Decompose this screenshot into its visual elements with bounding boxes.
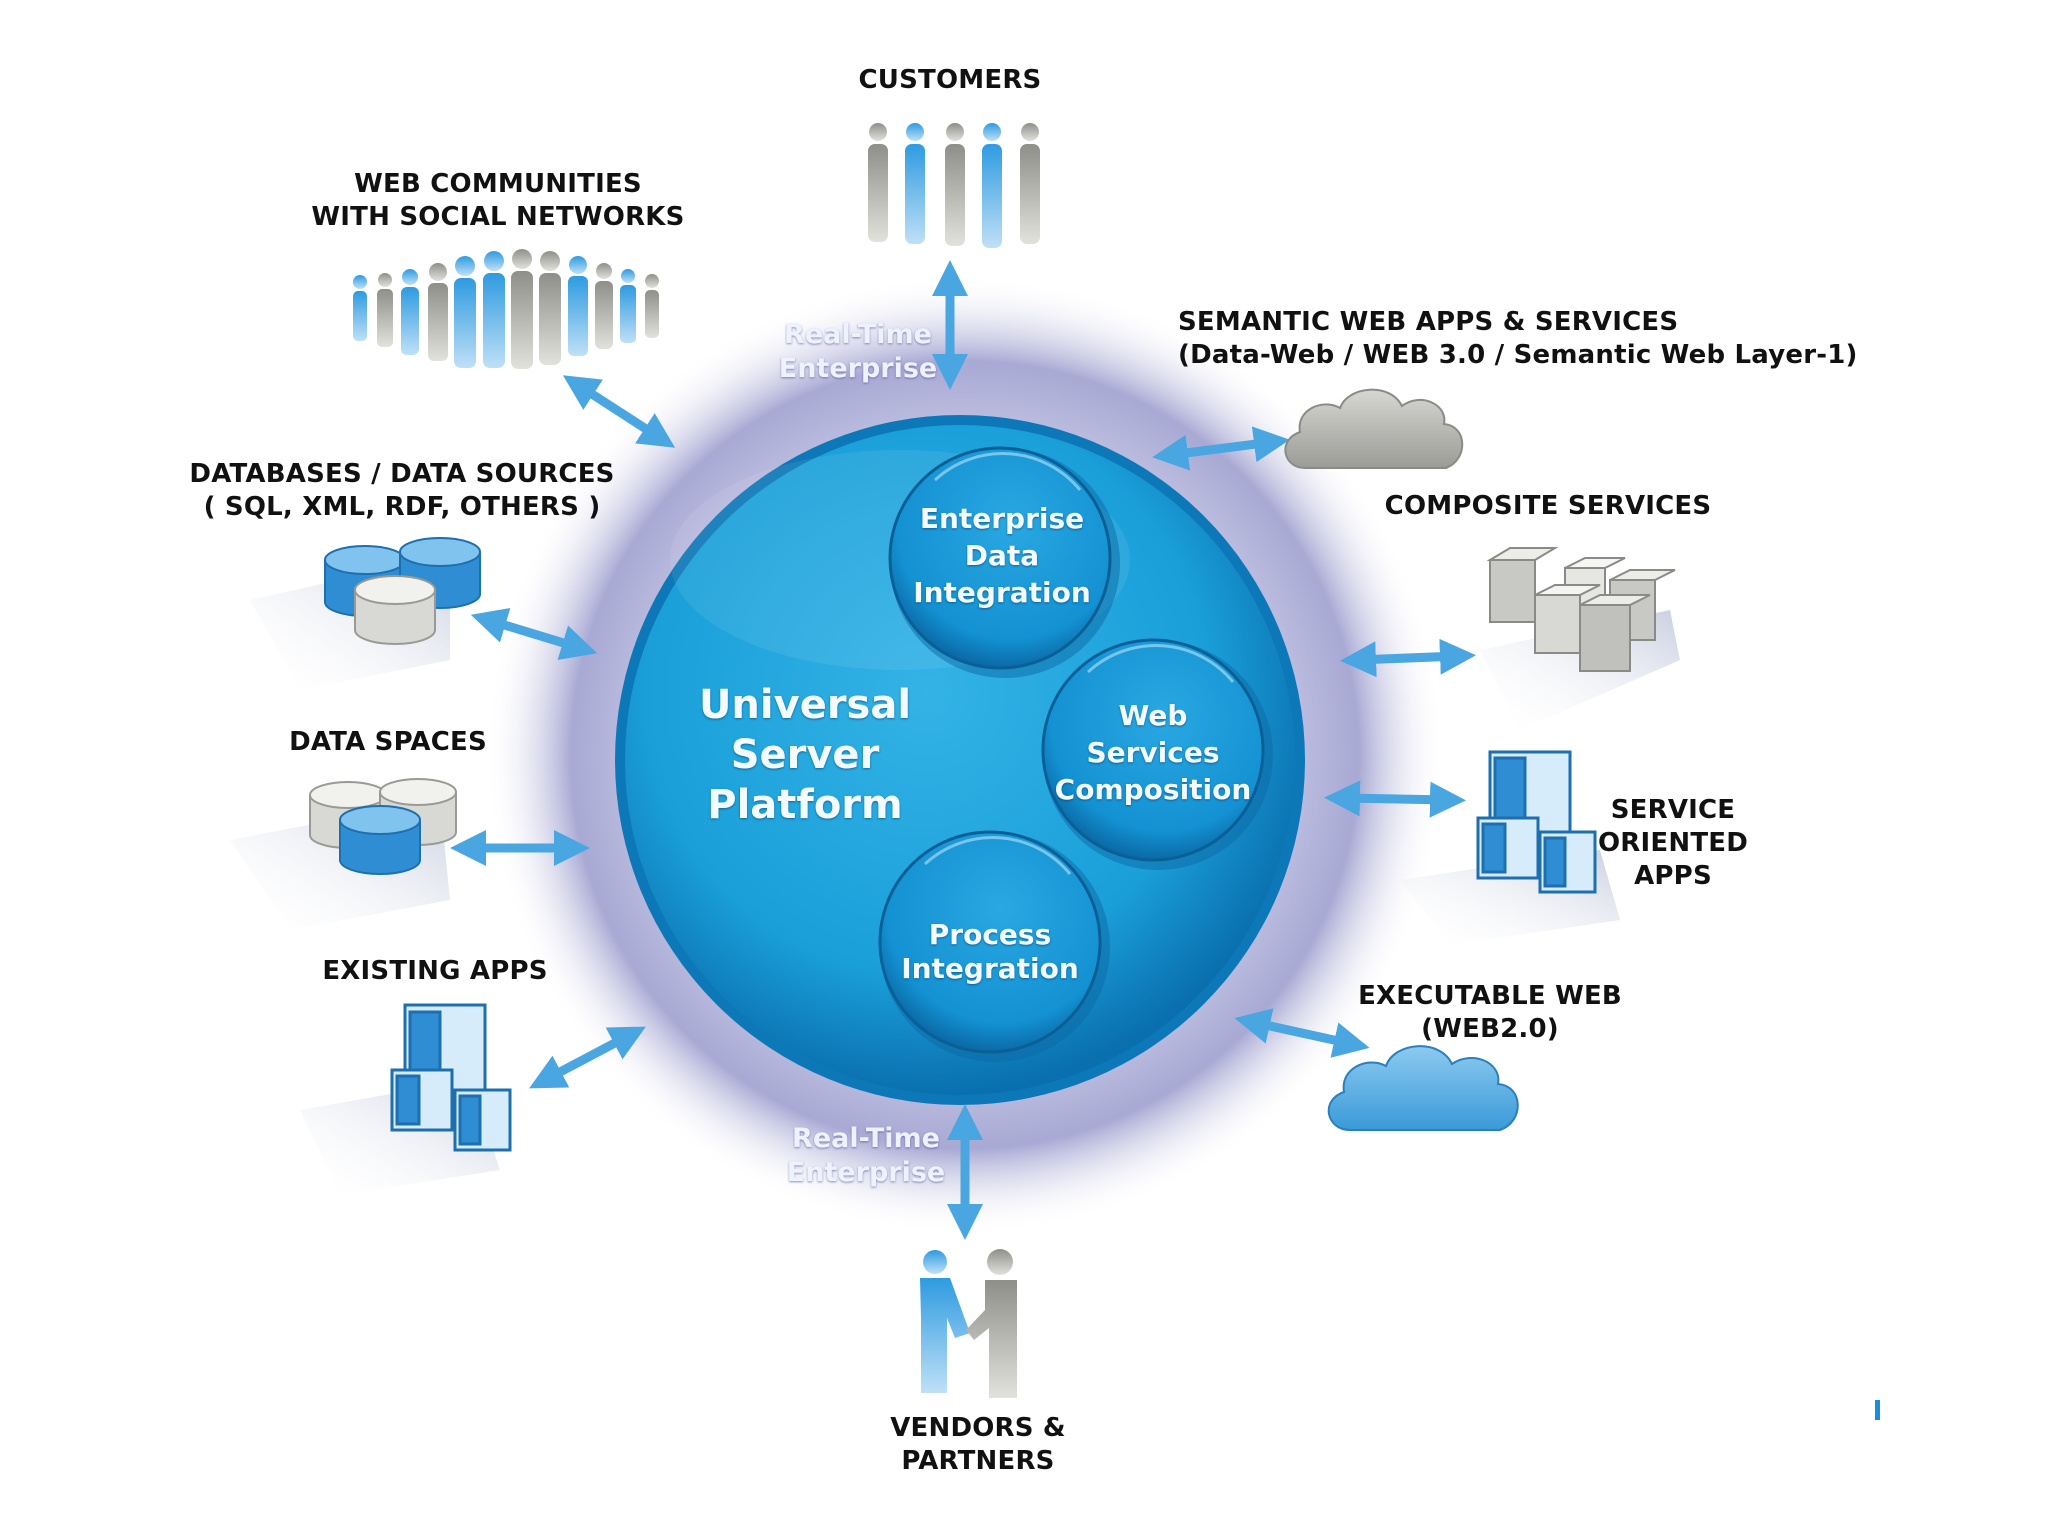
service-oriented-apps-windows-icon	[1400, 750, 1620, 945]
arrow-semantic-web	[1152, 426, 1290, 471]
label-data-spaces: DATA SPACES	[289, 727, 487, 757]
label-enterprise-data-integration: Enterprise Data Integration	[913, 502, 1091, 609]
label-databases: DATABASES / DATA SOURCES ( SQL, XML, RDF…	[189, 459, 615, 522]
arrow-executable-web	[1234, 1008, 1370, 1058]
label-web-communities: WEB COMMUNITIES WITH SOCIAL NETWORKS	[311, 169, 685, 232]
vendors-partners-handshake-icon	[920, 1249, 1017, 1398]
label-real-time-enterprise-bottom: Real-Time Enterprise	[786, 1123, 946, 1188]
executable-web-cloud-icon	[1327, 1045, 1519, 1131]
arrow-databases	[470, 608, 598, 660]
label-real-time-enterprise-top: Real-Time Enterprise	[778, 319, 938, 384]
web-communities-crowd-icon	[353, 249, 659, 369]
customers-people-icon	[868, 123, 1040, 248]
label-web-services-composition: Web Services Composition	[1054, 699, 1252, 806]
label-customers: CUSTOMERS	[858, 65, 1042, 95]
existing-apps-windows-icon	[300, 1003, 512, 1195]
process-integration-circle	[878, 830, 1110, 1062]
web-services-composition-circle	[1041, 638, 1273, 870]
arrow-composite-services	[1340, 638, 1476, 678]
label-universal-server-platform: Universal Server Platform	[698, 682, 912, 828]
universal-server-platform-sphere	[625, 425, 1295, 1095]
databases-cylinders-icon	[250, 537, 481, 690]
connector-arrows	[450, 260, 1476, 1240]
label-vendors-partners: VENDORS & PARTNERS	[890, 1413, 1066, 1476]
label-executable-web: EXECUTABLE WEB (WEB2.0)	[1358, 981, 1622, 1044]
label-process-integration: Process Integration	[901, 918, 1079, 985]
arrow-web-communities	[562, 375, 676, 448]
semantic-web-cloud-icon	[1284, 388, 1464, 469]
data-spaces-cylinders-icon	[230, 778, 457, 930]
corner-mark	[1875, 1400, 1880, 1420]
label-composite-services: COMPOSITE SERVICES	[1384, 491, 1712, 521]
arrow-existing-apps	[529, 1026, 646, 1089]
label-existing-apps: EXISTING APPS	[322, 956, 548, 986]
enterprise-data-integration-circle	[888, 446, 1120, 678]
label-semantic-web: SEMANTIC WEB APPS & SERVICES (Data-Web /…	[1178, 307, 1858, 370]
label-service-oriented-apps: SERVICE ORIENTED APPS	[1598, 795, 1748, 891]
arrow-service-oriented-apps	[1324, 780, 1466, 818]
composite-services-boxes-icon	[1480, 547, 1680, 730]
